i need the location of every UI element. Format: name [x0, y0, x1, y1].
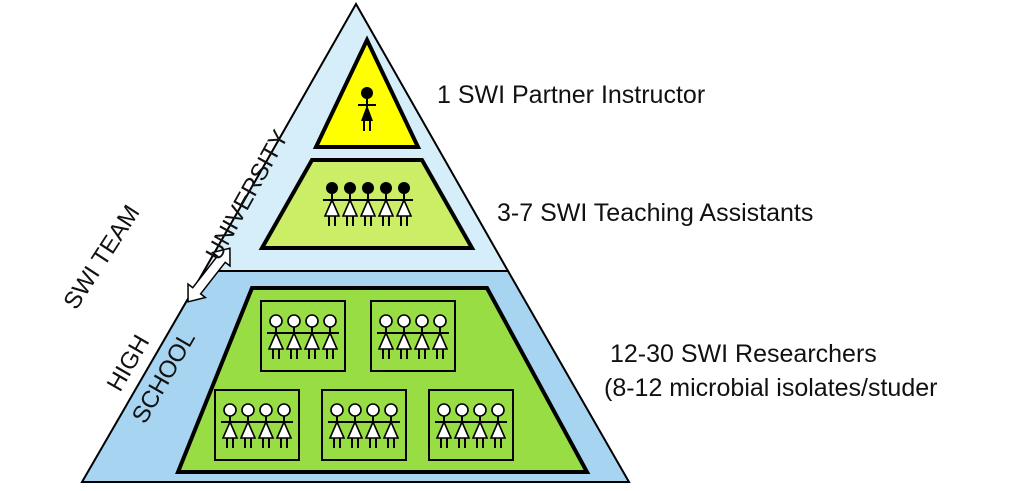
tier-label-researchers: 12-30 SWI Researchers — [610, 340, 877, 368]
double-arrow-icon — [187, 247, 231, 303]
tier-label-researchers-detail: (8-12 microbial isolates/studer — [604, 374, 937, 402]
swi-team-label: SWI TEAM — [58, 200, 145, 314]
tier-label-teaching-assistants: 3-7 SWI Teaching Assistants — [497, 199, 813, 227]
tier-label-partner-instructor: 1 SWI Partner Instructor — [437, 81, 705, 109]
